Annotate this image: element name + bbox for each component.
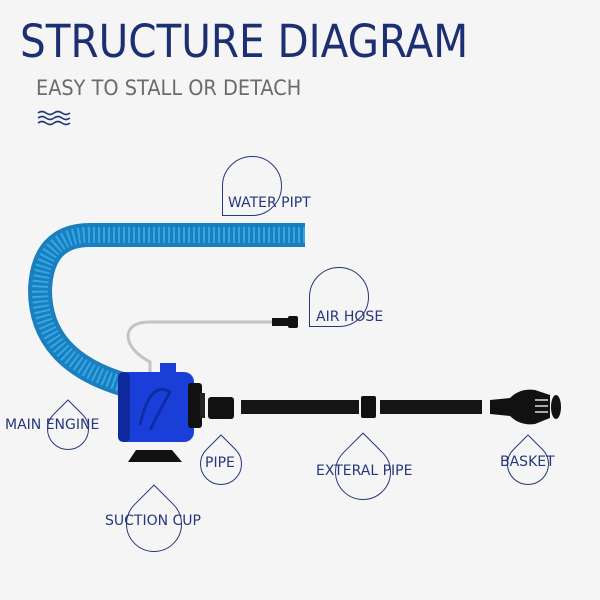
label-main-engine: MAIN ENGINE <box>5 417 100 433</box>
label-water-pipe: WATER PIPT <box>228 195 311 211</box>
main-engine <box>118 363 205 442</box>
waves-icon <box>37 110 71 126</box>
water-pipe-hose <box>27 223 305 397</box>
air-hose <box>126 320 272 372</box>
label-pipe: PIPE <box>205 455 235 471</box>
callout-water-pipe <box>222 156 282 216</box>
suction-cup <box>128 450 182 462</box>
basket-filter <box>490 389 561 425</box>
page-title: STRUCTURE DIAGRAM <box>20 15 469 68</box>
page-subtitle: EASY TO STALL OR DETACH <box>36 76 302 100</box>
label-basket: BASKET <box>500 454 555 470</box>
callout-air-hose <box>309 267 369 327</box>
label-air-hose: AIR HOSE <box>316 309 384 325</box>
label-external-pipe: EXTERAL PIPE <box>316 463 413 479</box>
label-suction-cup: SUCTION CUP <box>105 513 201 529</box>
